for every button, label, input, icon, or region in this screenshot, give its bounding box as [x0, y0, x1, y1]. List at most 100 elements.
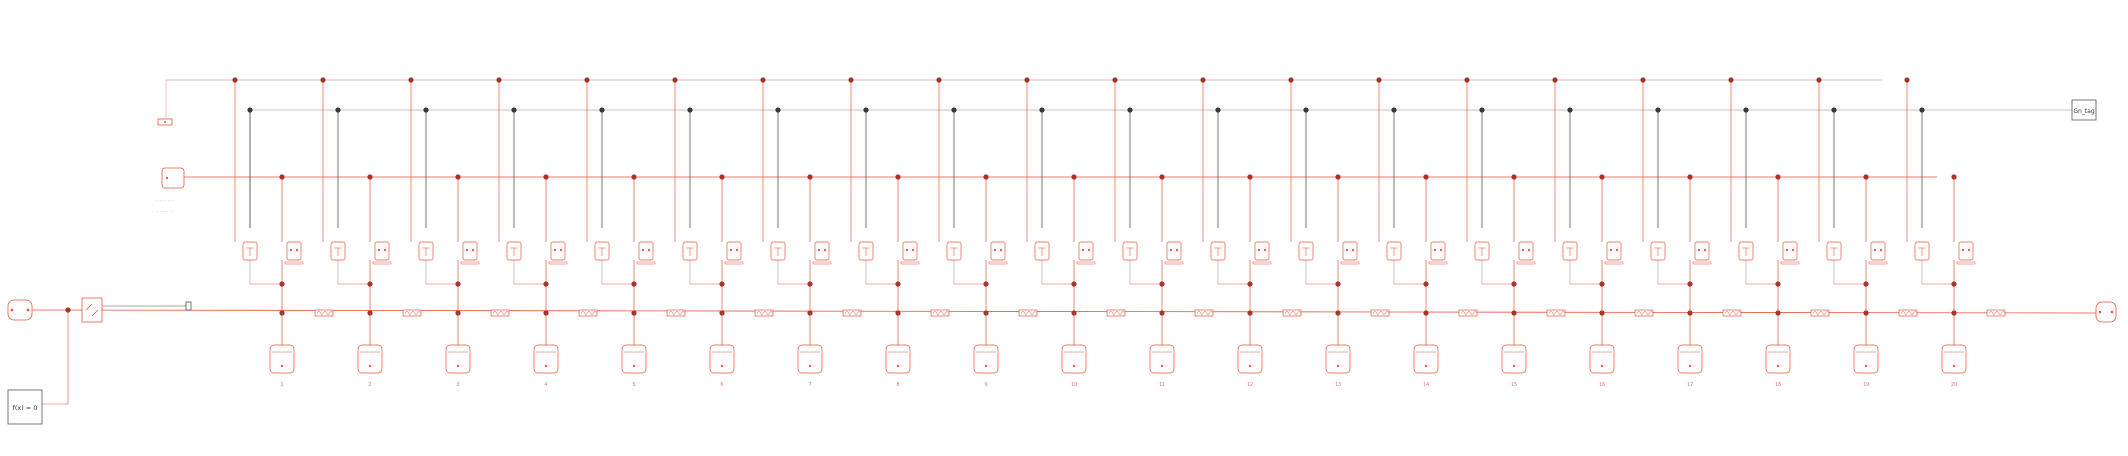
stage-cell-block[interactable] [1853, 344, 1879, 374]
sensor-port-dot [1879, 248, 1883, 252]
resistor-icon [1196, 310, 1214, 316]
resistor-block[interactable] [1722, 309, 1742, 317]
input-source-block[interactable] [7, 299, 33, 321]
main-junction-dot [1687, 310, 1693, 316]
sensor-port-dot [1609, 248, 1613, 252]
stage-sensor-block[interactable] [726, 241, 742, 261]
resistor-block[interactable] [1546, 309, 1566, 317]
grey-junction-dot [951, 107, 957, 113]
stage-cell-block[interactable] [1941, 344, 1967, 374]
output-sink-block[interactable] [2095, 301, 2117, 323]
sensor-port-dot [559, 248, 563, 252]
main-junction-dot [1423, 310, 1429, 316]
resistor-block[interactable] [578, 309, 598, 317]
resistor-block[interactable] [1986, 309, 2006, 317]
stage-cell-block[interactable] [973, 344, 999, 374]
stage-sensor-block[interactable] [814, 241, 830, 261]
stage-sensor-block[interactable] [1694, 241, 1710, 261]
stage-sensor-block[interactable] [902, 241, 918, 261]
stage-cell-block[interactable] [1589, 344, 1615, 374]
main-junction-dot [807, 310, 813, 316]
resistor-block[interactable] [1898, 309, 1918, 317]
resistor-block[interactable] [1106, 309, 1126, 317]
resistor-block[interactable] [1810, 309, 1830, 317]
stage-cell-block[interactable] [1677, 344, 1703, 374]
stage-cell-block[interactable] [1237, 344, 1263, 374]
stage-sensor-block[interactable] [1166, 241, 1182, 261]
cell-port-dot [720, 364, 724, 368]
control-junction-dot [983, 174, 989, 180]
resistor-block[interactable] [754, 309, 774, 317]
stage-sensor-block[interactable] [1870, 241, 1886, 261]
main-junction-dot [983, 310, 989, 316]
stage-cell-block[interactable] [357, 344, 383, 374]
stage-sensor-block[interactable] [1430, 241, 1446, 261]
controlled-source-block[interactable] [161, 167, 185, 189]
stage-sensor-block[interactable] [990, 241, 1006, 261]
resistor-block[interactable] [1018, 309, 1038, 317]
stage-cell-block[interactable] [1061, 344, 1087, 374]
stage-cell-block[interactable] [445, 344, 471, 374]
resistor-icon [756, 310, 774, 316]
stage-cell-block[interactable] [1325, 344, 1351, 374]
sensor-base-shape [1076, 261, 1096, 265]
stage-8: 8 [848, 77, 950, 388]
control-junction-dot [1775, 174, 1781, 180]
mid-junction-dot [367, 281, 373, 287]
stage-sensor-block[interactable] [462, 241, 478, 261]
stage-cell-block[interactable] [1149, 344, 1175, 374]
stage-sensor-block[interactable] [1342, 241, 1358, 261]
stage-sensor-block[interactable] [1782, 241, 1798, 261]
stage-cell-block[interactable] [1413, 344, 1439, 374]
resistor-block[interactable] [1458, 309, 1478, 317]
resistor-block[interactable] [402, 309, 422, 317]
cell-port-dot [1776, 364, 1780, 368]
stage-7: 7 [760, 77, 862, 388]
stage-cell-block[interactable] [621, 344, 647, 374]
scope-small-block[interactable] [185, 301, 192, 311]
stage-11: 11 [1112, 77, 1214, 388]
junction-dot [65, 307, 71, 313]
cell-port-dot [1952, 364, 1956, 368]
stage-cell-block[interactable] [1501, 344, 1527, 374]
resistor-block[interactable] [490, 309, 510, 317]
cell-port-dot [1600, 364, 1604, 368]
mid-junction-dot [719, 281, 725, 287]
stage-sensor-block[interactable] [638, 241, 654, 261]
resistor-block[interactable] [1370, 309, 1390, 317]
top-junction-dot [1024, 77, 1030, 83]
switch-block[interactable] [81, 297, 103, 323]
switch-symbol-icon [1302, 247, 1310, 256]
resistor-block[interactable] [1282, 309, 1302, 317]
goto-tag-block[interactable]: Gn_tag [2071, 99, 2097, 121]
sensor-port-dot [911, 248, 915, 252]
stage-sensor-block[interactable] [1078, 241, 1094, 261]
stage-cell-block[interactable] [709, 344, 735, 374]
stage-sensor-block[interactable] [1518, 241, 1534, 261]
resistor-block[interactable] [930, 309, 950, 317]
stage-17: 17 [1640, 77, 1742, 388]
resistor-block[interactable] [1194, 309, 1214, 317]
resistor-block[interactable] [314, 309, 334, 317]
small-source-block[interactable] [157, 118, 173, 126]
mid-junction-dot [1423, 281, 1429, 287]
stage-cell-block[interactable] [269, 344, 295, 374]
resistor-block[interactable] [842, 309, 862, 317]
stage-sensor-block[interactable] [1958, 241, 1974, 261]
stage-number-label: 3 [456, 382, 459, 388]
stage-cell-block[interactable] [533, 344, 559, 374]
stage-sensor-block[interactable] [286, 241, 302, 261]
stage-sensor-block[interactable] [1606, 241, 1622, 261]
grey-junction-dot [1215, 107, 1221, 113]
top-junction-dot [408, 77, 414, 83]
resistor-block[interactable] [666, 309, 686, 317]
solver-config-block[interactable]: f(x) = 0 [7, 389, 43, 425]
resistor-block[interactable] [1634, 309, 1654, 317]
stage-cell-block[interactable] [1765, 344, 1791, 374]
stage-sensor-block[interactable] [550, 241, 566, 261]
stage-sensor-block[interactable] [374, 241, 390, 261]
stage-cell-block[interactable] [797, 344, 823, 374]
stage-cell-block[interactable] [885, 344, 911, 374]
cell-port-dot [1512, 364, 1516, 368]
stage-sensor-block[interactable] [1254, 241, 1270, 261]
